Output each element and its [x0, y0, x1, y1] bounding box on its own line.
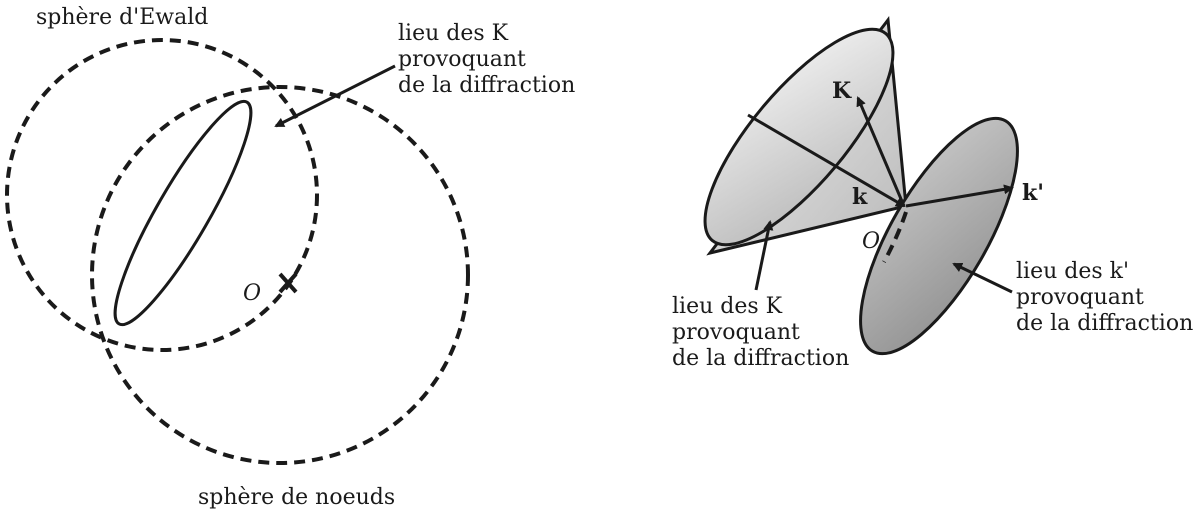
vector-K-arrow: [856, 96, 906, 207]
disc-kprime-dashed-rim: [882, 211, 908, 263]
locus-label-left-line-2: provoquant: [398, 47, 526, 72]
locus-kprime-label: lieu des k' provoquant de la diffraction: [1016, 259, 1193, 336]
locus-K-pointer-arrow: [754, 220, 774, 291]
locus-kprime-label-line-3: de la diffraction: [1016, 311, 1193, 336]
node-sphere-circle: [90, 85, 470, 465]
disc-kprime-ellipse: [859, 116, 1019, 356]
locus-label-left-line-1: lieu des K: [398, 21, 509, 46]
locus-K-label-line-1: lieu des K: [672, 294, 783, 319]
locus-K-label-line-2: provoquant: [672, 320, 800, 345]
origin-cross-icon: [278, 272, 298, 294]
locus-kprime-pointer-arrow: [952, 262, 1013, 294]
locus-label-left-line-3: de la diffraction: [398, 73, 575, 98]
right-figure: K k k' O lieu des K provoquant de la dif…: [672, 16, 1193, 371]
node-sphere-label: sphère de noeuds: [198, 485, 395, 510]
diffraction-locus-ellipse: [113, 99, 253, 327]
ewald-sphere-circle: [5, 38, 319, 352]
locus-K-label-line-3: de la diffraction: [672, 346, 849, 371]
incident-ray-line: [747, 113, 906, 208]
vector-kprime-arrow: [905, 184, 1014, 208]
ewald-sphere-label: sphère d'Ewald: [36, 5, 208, 30]
origin-label-right: O: [862, 229, 880, 254]
left-figure: O sphère d'Ewald sphère de noeuds lieu d…: [5, 5, 575, 510]
locus-K-label: lieu des K provoquant de la diffraction: [672, 294, 849, 371]
vector-k-label: k: [852, 184, 868, 210]
origin-label-left: O: [243, 281, 261, 306]
locus-kprime-label-line-2: provoquant: [1016, 285, 1144, 310]
vector-kprime-label: k': [1022, 180, 1044, 206]
vector-K-label: K: [832, 78, 852, 104]
locus-kprime-label-line-1: lieu des k': [1016, 259, 1129, 284]
locus-pointer-arrow-left: [274, 64, 396, 128]
locus-label-left: lieu des K provoquant de la diffraction: [398, 21, 575, 98]
